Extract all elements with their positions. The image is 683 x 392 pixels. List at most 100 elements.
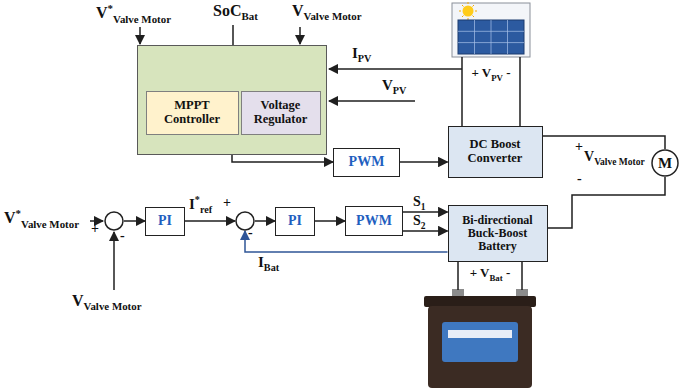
cell-grid xyxy=(458,20,524,54)
pv-panel xyxy=(452,2,530,57)
battery-plate xyxy=(442,322,518,362)
text-run: Valve Motor xyxy=(84,300,142,312)
box-label: PWM xyxy=(349,154,385,169)
text-run: V xyxy=(4,209,16,226)
connector xyxy=(255,220,275,222)
text-run: S xyxy=(413,194,421,209)
signal-arrow xyxy=(113,232,115,290)
text-run: I xyxy=(352,45,358,61)
signal-label: IBat xyxy=(258,255,279,273)
sun-rays xyxy=(459,2,477,20)
connector xyxy=(400,161,448,163)
polarity-sign: - xyxy=(577,172,582,186)
signal-arrow xyxy=(329,100,415,102)
text-run: Bat xyxy=(241,10,257,22)
box-label: M xyxy=(658,155,672,172)
signal-arrow xyxy=(329,68,462,70)
pv-cells xyxy=(458,20,524,54)
text-run: Valve Motor xyxy=(113,13,171,25)
signal-label: S2 xyxy=(413,214,426,231)
battery-lid xyxy=(424,296,536,307)
text-run: Valve Motor xyxy=(304,10,362,22)
power-wire xyxy=(458,262,522,290)
regulator-box: Voltage Regulator xyxy=(241,91,321,135)
text-run: I xyxy=(258,254,264,270)
text-run: I xyxy=(189,196,195,212)
signal-label: S1 xyxy=(413,195,426,212)
box-label: Voltage Regulator xyxy=(245,99,317,127)
voltage-label: VValve Motor xyxy=(584,150,645,167)
text-run: Valve Motor xyxy=(594,157,645,167)
signal-label: V*Valve Motor xyxy=(4,208,79,229)
signal-label: VPV xyxy=(382,78,406,96)
signal-label: V*Valve Motor xyxy=(96,3,171,24)
text-run: V xyxy=(382,77,393,93)
signal-label: VValve Motor xyxy=(72,293,142,312)
voltage-label: + VBat - xyxy=(470,266,511,282)
controller-panel: MPPT Controller Voltage Regulator xyxy=(137,45,327,155)
signal-label: SoCBat xyxy=(213,3,258,22)
text-run: * xyxy=(16,207,21,219)
box-label: MPPT Controller xyxy=(150,99,235,127)
text-run: 1 xyxy=(421,202,426,212)
text-run: - xyxy=(503,265,511,280)
pi-box: PI xyxy=(145,207,185,236)
connector xyxy=(315,220,345,222)
sign-label: + xyxy=(91,222,99,236)
converter-box: Bi-directional Buck-Boost Battery xyxy=(448,205,548,262)
connector xyxy=(548,177,666,228)
text-run: PV xyxy=(358,53,372,64)
converter-box: DC Boost Converter xyxy=(448,126,543,178)
text-run: * xyxy=(195,194,200,205)
text-run: ref xyxy=(200,204,212,215)
text-run: PV xyxy=(491,73,503,83)
battery xyxy=(424,289,536,388)
pi-box: PI xyxy=(275,207,315,236)
box-label: Bi-directional Buck-Boost Battery xyxy=(452,214,544,254)
box-label: DC Boost Converter xyxy=(452,138,539,166)
signal-label: IPV xyxy=(352,46,371,64)
text-run: V xyxy=(72,292,84,309)
sign-label: + xyxy=(223,196,231,210)
pwm-box: PWM xyxy=(345,206,403,236)
voltage-label: + VPV - xyxy=(471,66,510,82)
box-label: PWM xyxy=(356,213,392,228)
text-run: Bat xyxy=(264,262,279,273)
connector xyxy=(232,155,333,162)
signal-label: VValve Motor xyxy=(292,3,362,22)
battery-body xyxy=(428,306,532,388)
box-label: PI xyxy=(158,213,172,228)
text-run: Bat xyxy=(490,273,503,283)
text-run: Valve Motor xyxy=(21,218,79,230)
pwm-box: PWM xyxy=(333,148,400,177)
sun xyxy=(463,6,474,17)
circle-outline xyxy=(104,211,124,231)
connector xyxy=(124,220,145,222)
text-run: SoC xyxy=(213,2,241,19)
connector xyxy=(543,136,666,149)
power-wire xyxy=(462,57,520,126)
text-run: * xyxy=(108,2,113,14)
text-run: V xyxy=(584,149,594,164)
text-run: - xyxy=(577,171,582,186)
signal-arrow xyxy=(299,27,301,44)
text-run: S xyxy=(413,213,421,228)
text-run: + V xyxy=(470,265,490,280)
text-run: PV xyxy=(393,85,407,96)
text-run: + xyxy=(575,139,583,154)
summing-junction: +- xyxy=(104,211,124,231)
mppt-box: MPPT Controller xyxy=(146,91,239,135)
battery-plate xyxy=(448,330,512,338)
summing-junction: +- xyxy=(235,211,255,231)
box-label: PI xyxy=(288,213,302,228)
text-run: 2 xyxy=(421,221,426,231)
polarity-sign: + xyxy=(575,140,583,154)
text-run: V xyxy=(96,4,108,21)
connector xyxy=(185,220,235,222)
sign-label: - xyxy=(120,229,125,243)
signal-arrow xyxy=(139,27,141,44)
